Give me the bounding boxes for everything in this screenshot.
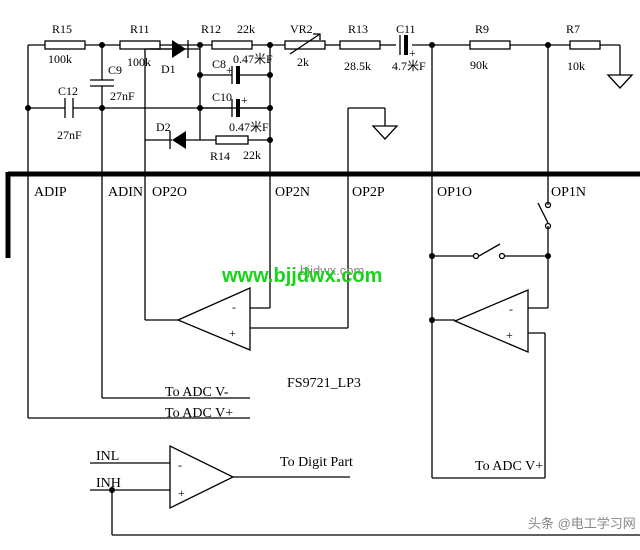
r12-resistor — [211, 40, 253, 50]
watermark-faint: bjjdwx.com — [300, 263, 364, 278]
c8-name: C8 — [212, 57, 226, 71]
r13-resistor — [339, 40, 381, 50]
r11-value: 100k — [127, 55, 151, 69]
watermark-green: www.bjjdwx.com — [221, 265, 382, 287]
junction-dot — [545, 253, 551, 259]
r9-value: 90k — [470, 58, 488, 72]
c11-capacitor: + — [399, 35, 416, 60]
c9-name: C9 — [108, 63, 122, 77]
c11-value: 4.7米F — [392, 59, 426, 73]
digit-part-label: To Digit Part — [280, 455, 353, 470]
c8-value: 0.47米F — [233, 52, 273, 66]
r7-value: 10k — [567, 59, 585, 73]
pin-label-op1o: OP1O — [437, 185, 472, 200]
c10-value: 0.47米F — [229, 120, 269, 134]
svg-text:+: + — [506, 328, 513, 342]
pin-label-adin: ADIN — [108, 185, 143, 200]
svg-text:-: - — [509, 302, 513, 316]
d1-diode — [150, 40, 189, 58]
adc-plus-right-label: To ADC V+ — [475, 459, 543, 474]
ground-symbol-right — [606, 74, 634, 89]
svg-text:-: - — [178, 458, 182, 472]
junction-dot — [25, 105, 31, 111]
inl-label: INL — [96, 449, 119, 464]
c8-capacitor: + — [226, 63, 240, 84]
watermark-corner: 头条 @电工学习网 — [528, 516, 636, 531]
svg-text:+: + — [178, 486, 185, 500]
junction-dot — [99, 105, 105, 111]
r15-value: 100k — [48, 52, 72, 66]
r7-name: R7 — [566, 22, 580, 36]
pin-label-op2n: OP2N — [275, 185, 310, 200]
junction-dot — [267, 105, 273, 111]
chip-boundary — [5, 171, 640, 258]
r12-value: 22k — [237, 22, 255, 36]
r14-resistor — [215, 135, 249, 145]
top-rail-wires — [27, 44, 621, 172]
junction-dot — [429, 317, 435, 323]
svg-text:+: + — [229, 326, 236, 340]
c11-name: C11 — [396, 22, 416, 36]
junction-dot — [197, 72, 203, 78]
svg-text:-: - — [232, 300, 236, 314]
c10-name: C10 — [212, 90, 232, 104]
c12-name: C12 — [58, 84, 78, 98]
pin-label-adip: ADIP — [34, 185, 67, 200]
junction-dot — [267, 72, 273, 78]
horizontal-switch — [472, 243, 506, 260]
r14-name: R14 — [210, 149, 230, 163]
vr2-variable-resistor — [284, 33, 326, 55]
r12-name: R12 — [201, 22, 221, 36]
junction-dot — [109, 487, 115, 493]
d1-name: D1 — [161, 62, 176, 76]
r14-value: 22k — [243, 148, 261, 162]
d2-name: D2 — [156, 120, 171, 134]
r15-name: R15 — [52, 22, 72, 36]
internal-wires — [27, 45, 549, 479]
d2-diode — [169, 131, 186, 149]
pin-label-op2p: OP2P — [352, 185, 385, 200]
svg-text:+: + — [241, 93, 248, 107]
c12-value: 27nF — [57, 128, 82, 142]
pin-label-op2o: OP2O — [152, 185, 187, 200]
svg-text:+: + — [409, 46, 416, 60]
r15-resistor — [44, 40, 86, 50]
r9-resistor — [469, 40, 511, 50]
vr2-value: 2k — [297, 55, 309, 69]
c9-capacitor — [90, 45, 114, 172]
pin-label-op1n: OP1N — [551, 185, 586, 200]
op1n-switch — [537, 201, 552, 230]
c12-row-wires — [28, 98, 270, 118]
junction-dot — [267, 137, 273, 143]
r11-name: R11 — [130, 22, 150, 36]
r7-resistor — [569, 40, 601, 50]
comparator-wires — [90, 462, 640, 536]
r9-name: R9 — [475, 22, 489, 36]
r11-resistor — [119, 40, 161, 50]
adc-plus-left-label: To ADC V+ — [165, 406, 233, 421]
op2-amplifier: - + — [176, 286, 251, 351]
vr2-name: VR2 — [290, 22, 313, 36]
chip-name-label: FS9721_LP3 — [287, 376, 361, 391]
ground-symbol-middle — [371, 108, 399, 140]
r13-value: 28.5k — [344, 59, 371, 73]
junction-dot — [197, 105, 203, 111]
c10-capacitor: + — [231, 93, 248, 117]
svg-text:+: + — [226, 63, 233, 77]
junction-dot — [429, 253, 435, 259]
inh-label: INH — [96, 476, 121, 491]
comparator-amplifier: - + — [169, 444, 235, 510]
r13-name: R13 — [348, 22, 368, 36]
adc-minus-label: To ADC V- — [165, 385, 229, 400]
c9-value: 27nF — [110, 89, 135, 103]
op1-amplifier: - + — [453, 289, 529, 353]
